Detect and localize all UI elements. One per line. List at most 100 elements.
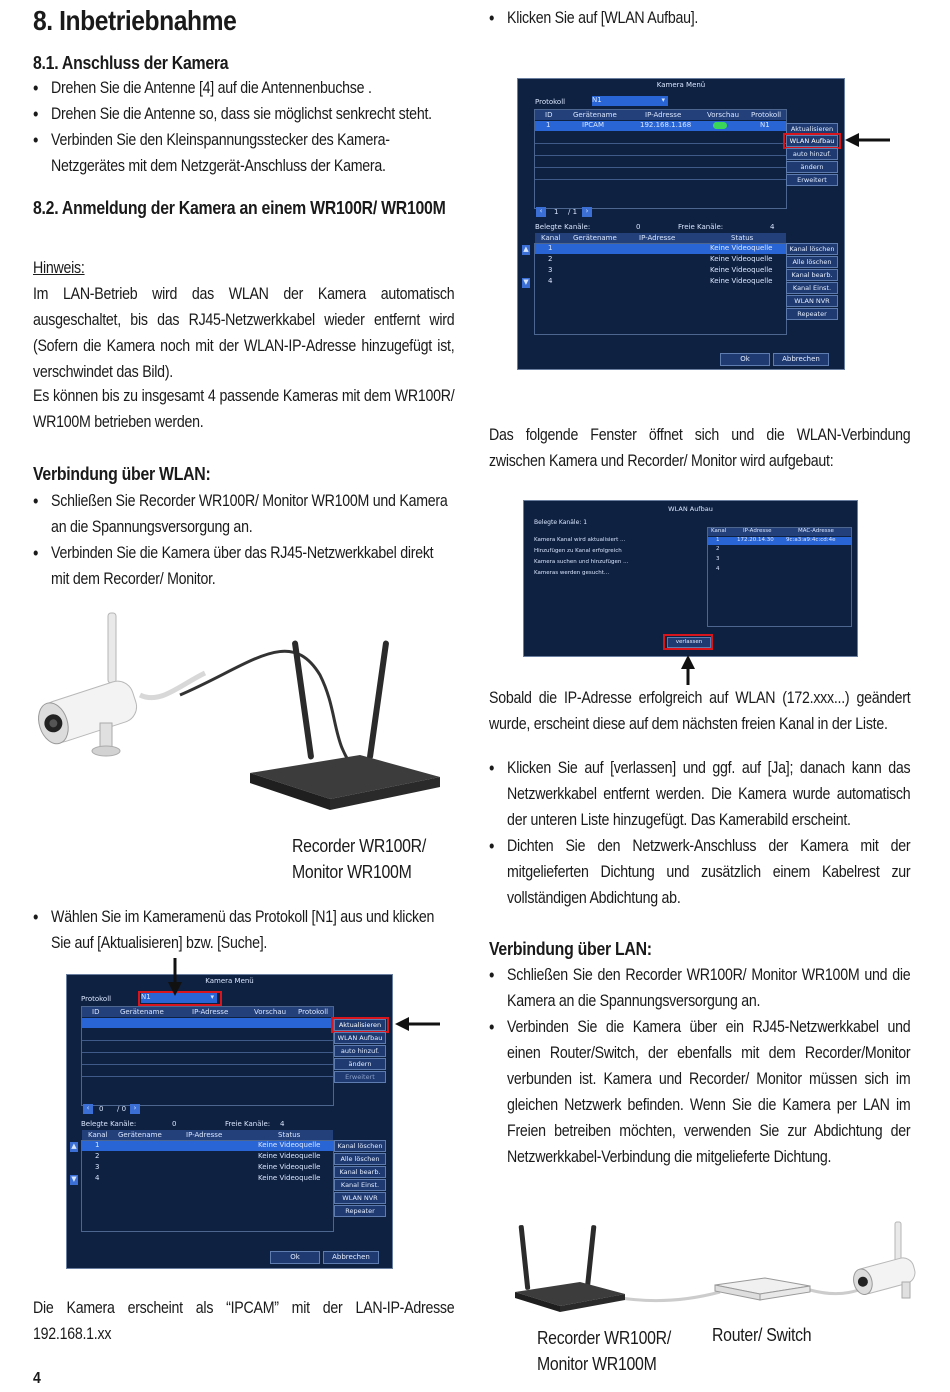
channel-status: Keine Videoquelle [710,277,773,285]
wlan-nvr-button[interactable]: WLAN NVR [786,295,838,307]
wlan-title: Verbindung über WLAN: [33,464,211,484]
delete-all-button[interactable]: Alle löschen [786,256,838,268]
next-page-button[interactable]: › [130,1104,140,1114]
left-arrow-icon [395,1017,440,1031]
scroll-down-icon[interactable]: ▼ [522,278,530,288]
edit-channel-button[interactable]: Kanal bearb. [334,1166,386,1178]
channel-number: 1 [548,244,553,252]
auto-add-button[interactable]: auto hinzuf. [786,148,838,160]
wlan-channel: 4 [716,566,720,572]
wlan-channel: 1 [716,537,720,543]
ip-text: Sobald die IP-Adresse erfolgreich auf WL… [489,689,911,733]
protocol-list: Wählen Sie im Kameramenü das Protokoll [… [33,904,454,956]
protokoll-label: Protokoll [81,995,112,1003]
wlan-setup-button[interactable]: WLAN Aufbau [334,1032,386,1044]
window-text: Das folgende Fenster öffnet sich und die… [489,426,911,470]
device-table [81,1006,334,1106]
channel-number: 4 [548,277,553,285]
used-channels-value: 0 [172,1120,177,1128]
delete-channel-button[interactable]: Kanal löschen [334,1140,386,1152]
hinweis-label: Hinweis: [33,259,85,277]
refresh-button[interactable]: Aktualisieren [334,1019,386,1031]
used-channels-label: Belegte Kanäle: [535,223,591,231]
ipcam-text: Die Kamera erscheint als “IPCAM” mit der… [33,1299,455,1343]
free-channels-label: Freie Kanäle: [225,1120,271,1128]
scroll-up-icon[interactable]: ▲ [70,1142,78,1152]
protokoll-select[interactable]: N1▾ [592,96,668,106]
scroll-up-icon[interactable]: ▲ [522,245,530,255]
hinweis-text: Im LAN-Betrieb wird das WLAN der Kamera … [33,285,455,381]
lan-recorder-caption-1: Recorder WR100R/ [537,1328,671,1348]
wlan-nvr-button[interactable]: WLAN NVR [334,1192,386,1204]
advanced-button[interactable]: Erweitert [786,174,838,186]
prev-page-button[interactable]: ‹ [83,1104,93,1114]
delete-channel-button[interactable]: Kanal löschen [786,243,838,255]
protokoll-label: Protokoll [535,98,566,106]
channel-table [81,1140,334,1232]
list-item: Drehen Sie die Antenne so, dass sie mögl… [33,101,454,127]
repeater-button[interactable]: Repeater [334,1205,386,1217]
status-line: Hinzufügen zu Kanal erfolgreich [534,548,622,554]
channel-settings-button[interactable]: Kanal Einst. [334,1179,386,1191]
click-wlan-list: Klicken Sie auf [WLAN Aufbau]. [489,5,910,31]
window-title: Kamera Menü [656,81,706,89]
left-arrow-icon [845,133,890,147]
channel-number: 1 [95,1141,100,1149]
repeater-button[interactable]: Repeater [786,308,838,320]
list-item: Verbinden Sie die Kamera über das RJ45-N… [33,540,454,592]
next-page-button[interactable]: › [582,207,592,217]
wlan-setup-button[interactable]: WLAN Aufbau [786,135,838,147]
channel-settings-button[interactable]: Kanal Einst. [786,282,838,294]
channel-status: Keine Videoquelle [710,255,773,263]
table-row[interactable] [535,244,786,254]
prev-page-button[interactable]: ‹ [536,207,546,217]
free-channels-value: 4 [280,1120,285,1128]
wlan-list: Schließen Sie Recorder WR100R/ Monitor W… [33,488,454,592]
scroll-down-icon[interactable]: ▼ [70,1175,78,1185]
preview-icon[interactable] [713,122,727,129]
used-channels-label: Belegte Kanäle: [81,1120,137,1128]
page-number: 0 [99,1105,104,1113]
edit-channel-button[interactable]: Kanal bearb. [786,269,838,281]
edit-button[interactable]: ändern [334,1058,386,1070]
exit-button[interactable]: verlassen [667,637,711,648]
status-line: Kamera Kanal wird aktualisiert ... [534,537,626,543]
table-row[interactable] [708,537,851,545]
advanced-button[interactable]: Erweitert [334,1071,386,1083]
ok-button[interactable]: Ok [270,1251,320,1264]
channel-status: Keine Videoquelle [710,266,773,274]
list-item: Dichten Sie den Netzwerk-Anschluss der K… [489,833,911,911]
page-total: / 1 [568,208,578,216]
status-line: Kamera suchen und hinzufügen ... [534,559,629,565]
list-item: Klicken Sie auf [verlassen] und ggf. auf… [489,755,911,833]
router-caption: Router/ Switch [712,1325,812,1345]
wlan-table [707,527,852,627]
channel-status: Keine Videoquelle [258,1152,321,1160]
table-row[interactable] [82,1141,333,1151]
edit-button[interactable]: ändern [786,161,838,173]
recorder-caption-1: Recorder WR100R/ [292,836,426,856]
highlight-box [783,133,841,149]
status-line: Kameras werden gesucht... [534,570,610,576]
auto-add-button[interactable]: auto hinzuf. [334,1045,386,1057]
protokoll-select[interactable]: N1▾ [141,993,217,1003]
delete-all-button[interactable]: Alle löschen [334,1153,386,1165]
ok-button[interactable]: Ok [720,353,770,366]
camera-recorder-illustration [38,612,440,810]
channel-status: Keine Videoquelle [258,1174,321,1182]
lan-list: Schließen Sie den Recorder WR100R/ Monit… [489,962,911,1170]
channel-number: 2 [95,1152,100,1160]
cancel-button[interactable]: Abbrechen [773,353,829,366]
table-row[interactable] [535,121,786,131]
channel-status: Keine Videoquelle [258,1163,321,1171]
row-name: IPCAM [582,121,605,129]
cancel-button[interactable]: Abbrechen [323,1251,379,1264]
channel-number: 3 [548,266,553,274]
table-row[interactable] [82,1018,333,1028]
wlan-channel: 3 [716,556,720,562]
